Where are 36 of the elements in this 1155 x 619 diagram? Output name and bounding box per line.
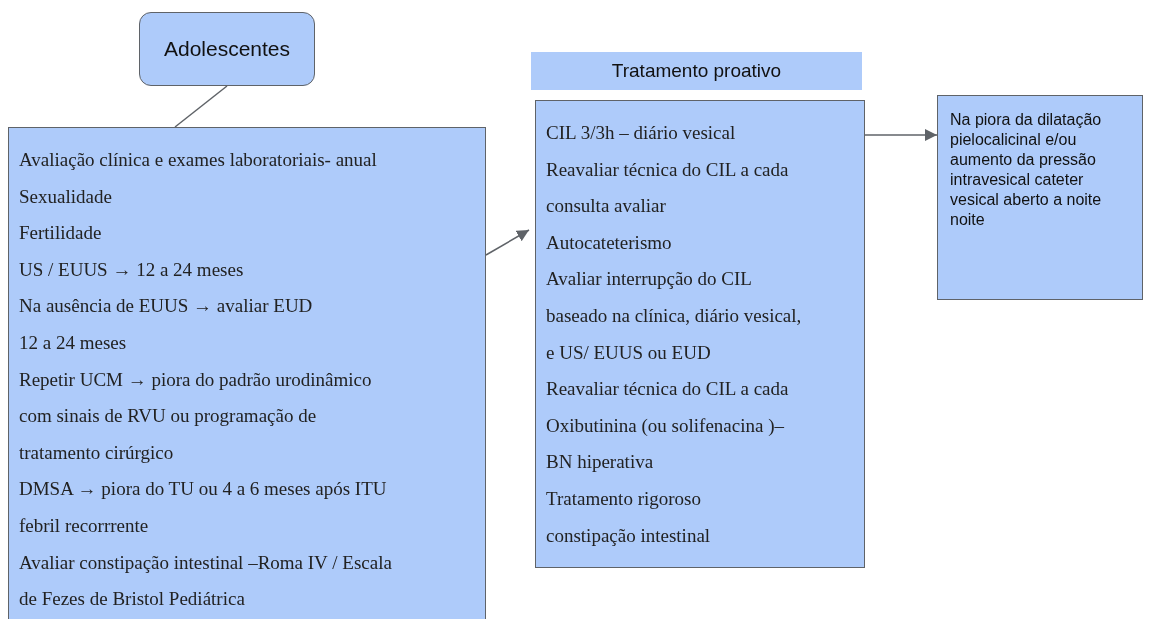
node-text: US / EUUS → 12 a 24 meses	[19, 257, 245, 282]
node-text: Oxibutinina (ou solifenacina )–	[546, 413, 785, 438]
node-text: 12 a 24 meses	[19, 330, 128, 355]
node-text: Fertilidade	[19, 221, 103, 246]
node-text: Repetir UCM → piora do padrão urodinâmico	[19, 367, 373, 392]
node-text: DMSA → piora do TU ou 4 a 6 meses após ITU	[19, 477, 388, 502]
node-text: Tratamento proativo	[611, 60, 782, 82]
process-box	[535, 100, 865, 568]
node-text: Na piora da dilatação pielocalicinal e/ou aumento da pressão intravesical cateter vesical aberto a noite noite	[950, 110, 1103, 230]
node-text: constipação intestinal	[546, 523, 712, 548]
node-text: com sinais de RVU ou programação de	[19, 404, 318, 429]
node-text: Reavaliar técnica do CIL a cada	[546, 157, 790, 182]
node-text: Tratamento rigoroso	[546, 486, 702, 511]
node-text: de Fezes de Bristol Pediátrica	[19, 587, 246, 612]
node-text: tratamento cirúrgico	[19, 440, 175, 465]
rounded-box	[139, 12, 315, 86]
node-text: Adolescentes	[163, 37, 291, 61]
arrow	[864, 129, 938, 141]
process-box	[8, 127, 486, 619]
node-text: baseado na clínica, diário vesical,	[546, 303, 803, 328]
connector-line	[174, 85, 228, 128]
node-text: febril recorrrente	[19, 513, 150, 538]
node-text: Sexualidade	[19, 184, 113, 209]
header-band	[531, 52, 862, 90]
node-text: BN hiperativa	[546, 450, 655, 475]
node-text: CIL 3/3h – diário vesical	[546, 121, 737, 145]
node-text: consulta avaliar	[546, 194, 667, 219]
arrow	[485, 229, 530, 256]
node-text: Avaliar constipação intestinal –Roma IV / Escala	[19, 550, 393, 575]
node-text: Na ausência de EUUS → avaliar EUD	[19, 294, 314, 319]
node-text: e US/ EUUS ou EUD	[546, 340, 712, 365]
node-text: Avaliar interrupção do CIL	[546, 267, 753, 292]
node-text: Avaliação clínica e exames laboratoriais- anual	[19, 148, 378, 172]
node-text: Reavaliar técnica do CIL a cada	[546, 377, 790, 402]
note-box	[937, 95, 1143, 300]
node-text: Autocateterismo	[546, 230, 673, 255]
